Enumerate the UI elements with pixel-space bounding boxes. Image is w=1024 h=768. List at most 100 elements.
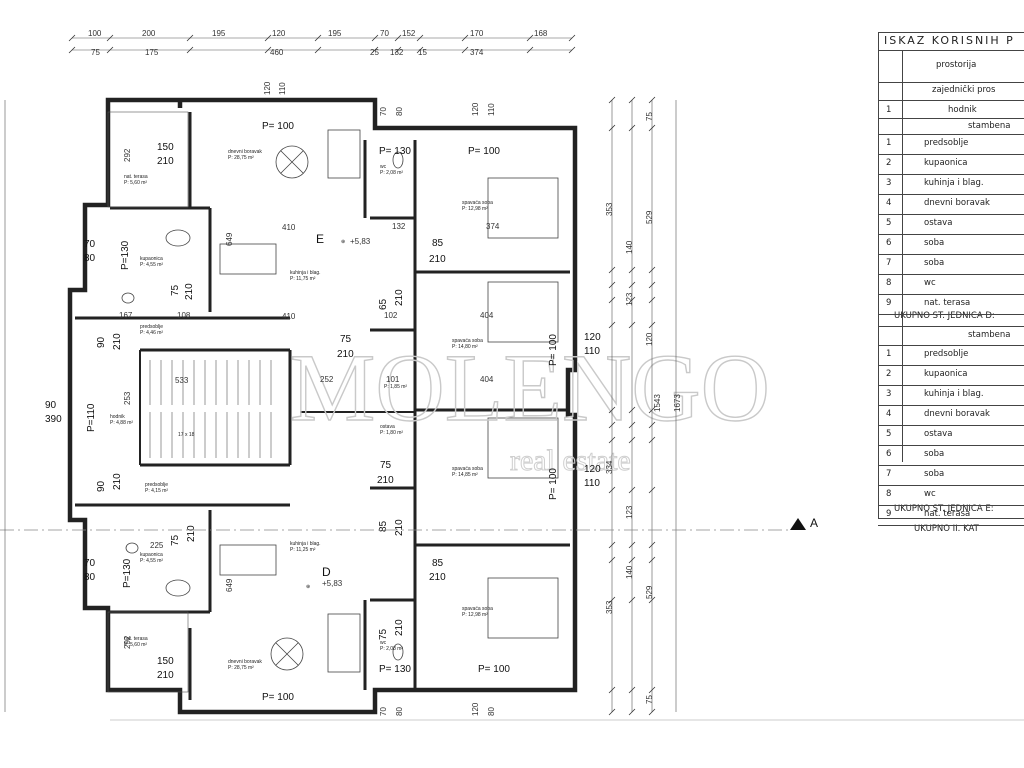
- row-num: 5: [886, 218, 892, 228]
- row-name: kuhinja i blag.: [924, 178, 984, 188]
- interior-dimensions: 150 210 120 110 70 80 120 110 410 410 85…: [45, 81, 601, 716]
- room-area: P: 5,60 m²: [124, 180, 147, 186]
- room-name: dnevni boravak: [228, 659, 262, 665]
- dim-label: 210: [157, 670, 174, 681]
- dim-label: 75: [170, 534, 181, 546]
- dim-label: 210: [184, 283, 195, 300]
- row-num: 4: [886, 409, 892, 419]
- sofa-icon: [327, 129, 361, 179]
- unit-d-level: +5,83: [322, 579, 343, 588]
- row-num: 4: [886, 198, 892, 208]
- dim-label: 80: [84, 572, 96, 583]
- dim-tick: [628, 96, 636, 104]
- section-e: stambena: [968, 330, 1011, 340]
- opening-labels: P= 100 P= 130 P= 100 P=130 P=110 P= 100 …: [86, 121, 559, 703]
- top2-dim-5: 132: [390, 48, 404, 57]
- room-name: wc: [380, 164, 387, 170]
- unit-e-level: +5,83: [350, 237, 371, 246]
- section-marker-label: A: [810, 516, 818, 530]
- dim-tick: [608, 124, 616, 132]
- dim-tick: [648, 436, 656, 444]
- room-name: kupaonica: [140, 256, 163, 262]
- dim-label: 108: [177, 311, 191, 320]
- room-area: P: 4,55 m²: [140, 262, 163, 268]
- dim-label: 533: [175, 376, 189, 385]
- dim-tick: [608, 406, 616, 414]
- dim-tick: [648, 596, 656, 604]
- opening-label: P= 100: [468, 146, 500, 157]
- right-dim: 529: [645, 585, 654, 599]
- dim-tick: [416, 46, 424, 54]
- dim-label: 70: [379, 107, 388, 116]
- dim-tick: [608, 556, 616, 564]
- sofa-icon: [327, 613, 361, 673]
- dim-tick: [648, 406, 656, 414]
- dim-tick: [461, 34, 469, 42]
- room-labels: dnevni boravak P: 28,75 m² dnevni borava…: [110, 149, 493, 671]
- room-area: P: 4,88 m²: [110, 420, 133, 426]
- toilet-icon: [121, 292, 135, 304]
- dim-tick: [628, 541, 636, 549]
- dim-label: 410: [282, 312, 296, 321]
- dim-label: 390: [45, 414, 62, 425]
- right-dim: 120: [645, 332, 654, 346]
- row-name: kupaonica: [924, 369, 968, 379]
- dim-tick: [608, 596, 616, 604]
- opening-label: P= 130: [379, 146, 411, 157]
- bed-icon: [487, 281, 559, 343]
- row-name: soba: [924, 258, 945, 268]
- row-num: 8: [886, 489, 892, 499]
- dim-tick: [371, 34, 379, 42]
- top-dim-2: 200: [142, 29, 156, 38]
- unit-d-label: D: [322, 565, 331, 579]
- room-name: spavaća soba: [452, 338, 483, 344]
- row-num: 6: [886, 449, 892, 459]
- dim-label: 70: [84, 558, 96, 569]
- dim-label: 75: [378, 628, 389, 640]
- dim-label: 85: [432, 558, 444, 569]
- section-common: zajednički pros: [932, 85, 996, 95]
- dim-tick: [648, 486, 656, 494]
- room-area: P: 2,08 m²: [380, 646, 403, 652]
- row-name: kupaonica: [924, 158, 968, 168]
- dim-label: 75: [340, 334, 352, 345]
- dim-tick: [628, 708, 636, 716]
- dim-label: 85: [378, 520, 389, 532]
- dim-label: 649: [225, 578, 234, 592]
- dim-label: 210: [157, 156, 174, 167]
- row-name: wc: [924, 278, 936, 288]
- dim-label: 110: [584, 478, 600, 489]
- dim-label: 210: [112, 333, 123, 350]
- dim-tick: [526, 46, 534, 54]
- dim-label: 75: [170, 284, 181, 296]
- row-name: nat. terasa: [924, 298, 971, 308]
- dim-label: 90: [45, 400, 57, 411]
- dim-label: 75: [380, 460, 392, 471]
- top-dim-7: 152: [402, 29, 416, 38]
- right-dim: 1543: [653, 394, 662, 412]
- dim-tick: [648, 708, 656, 716]
- right-dim: 75: [645, 112, 654, 121]
- top-dim-3: 195: [212, 29, 226, 38]
- dim-label: 374: [486, 222, 500, 231]
- right-dim: 334: [605, 460, 614, 474]
- room-name: predsoblje: [145, 482, 168, 488]
- top-dim-1: 100: [88, 29, 102, 38]
- dim-tick: [628, 556, 636, 564]
- dim-tick: [186, 46, 194, 54]
- dim-label: 253: [123, 391, 132, 405]
- opening-label: P= 100: [548, 468, 559, 500]
- room-area: P: 11,25 m²: [290, 547, 316, 553]
- right-dim: 140: [625, 565, 634, 579]
- dim-tick: [526, 34, 534, 42]
- dining-table-icon: [219, 544, 277, 576]
- dim-label: 70: [84, 239, 96, 250]
- dim-tick: [568, 46, 576, 54]
- right-dim: 123: [625, 292, 634, 306]
- dim-tick: [648, 686, 656, 694]
- bed-icon: [487, 577, 559, 639]
- dim-tick: [608, 296, 616, 304]
- room-area: P: 4,46 m²: [140, 330, 163, 336]
- room-name: predsoblje: [140, 324, 163, 330]
- dim-label: 120: [263, 81, 272, 95]
